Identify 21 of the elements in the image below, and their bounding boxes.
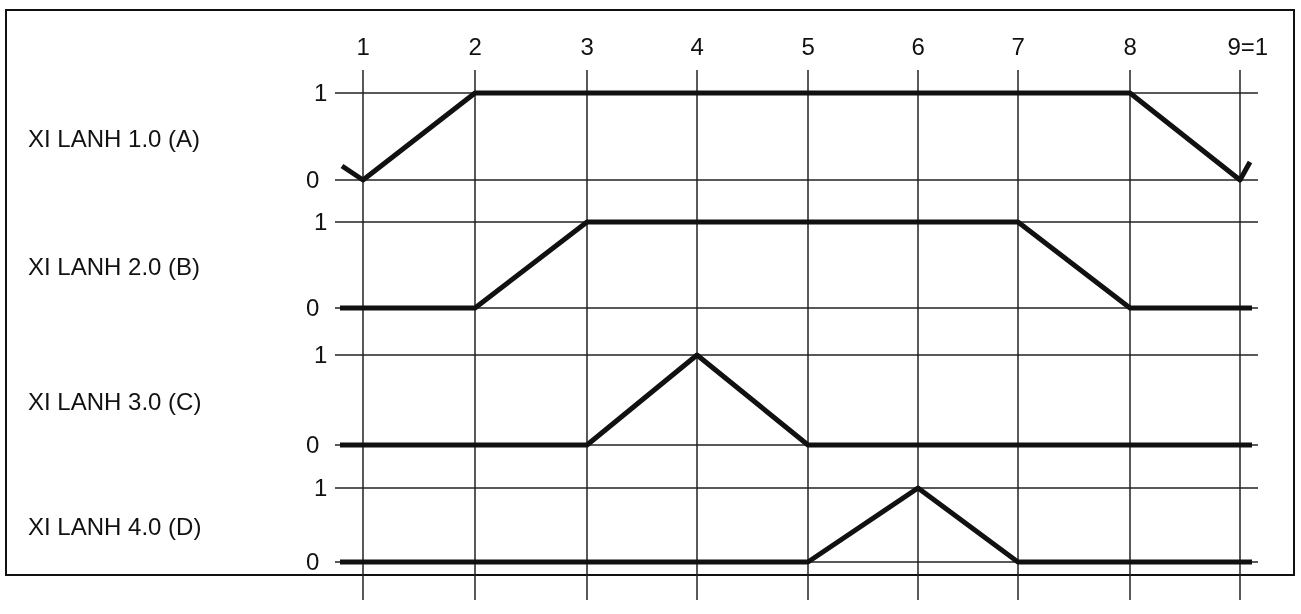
step-number: 2 bbox=[468, 33, 482, 61]
step-number: 4 bbox=[690, 33, 704, 61]
axis-value: 1 bbox=[314, 341, 328, 369]
axis-value: 1 bbox=[314, 79, 328, 107]
step-number: 9=1 bbox=[1227, 33, 1269, 61]
cylinder-label: XI LANH 2.0 (B) bbox=[28, 253, 201, 281]
axis-value: 0 bbox=[306, 431, 320, 459]
axis-value: 0 bbox=[306, 548, 320, 576]
axis-value: 0 bbox=[306, 294, 320, 322]
step-number: 3 bbox=[580, 33, 594, 61]
axis-value: 1 bbox=[314, 208, 328, 236]
step-number: 1 bbox=[356, 33, 370, 61]
step-number: 7 bbox=[1011, 33, 1025, 61]
step-number: 6 bbox=[911, 33, 925, 61]
cylinder-label: XI LANH 4.0 (D) bbox=[28, 513, 202, 541]
step-number: 5 bbox=[801, 33, 815, 61]
step-number: 8 bbox=[1123, 33, 1137, 61]
cylinder-label: XI LANH 1.0 (A) bbox=[28, 124, 201, 153]
axis-value: 0 bbox=[306, 166, 320, 194]
cylinder-label: XI LANH 3.0 (C) bbox=[28, 388, 202, 416]
axis-value: 1 bbox=[314, 474, 328, 502]
